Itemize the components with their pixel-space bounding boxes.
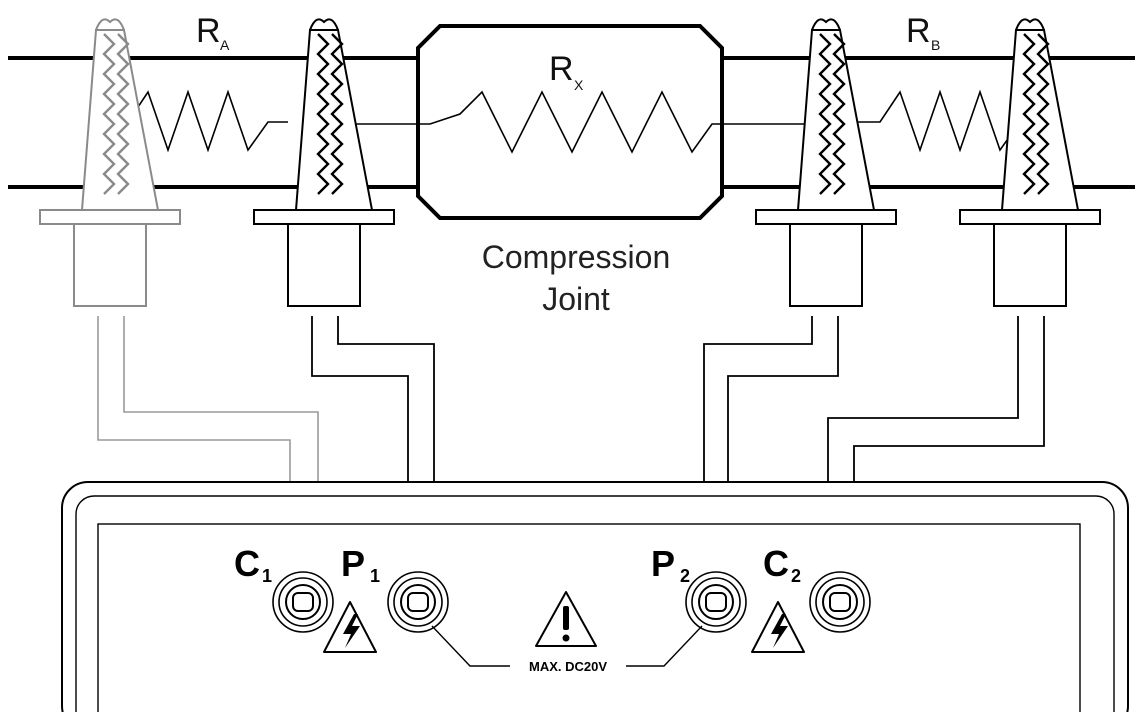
terminal-p2[interactable]: [685, 571, 747, 633]
label-rb-subscript: B: [931, 37, 940, 53]
high-voltage-icon: [751, 601, 805, 653]
label-p2-subscript: 2: [680, 566, 690, 586]
label-rx: R X: [549, 50, 584, 93]
label-rx-subscript: X: [574, 77, 584, 93]
label-c2: C 2: [763, 543, 801, 586]
label-p1-subscript: 1: [370, 566, 380, 586]
max-voltage-leaders: [431, 625, 703, 667]
label-ra-letter: R: [196, 12, 221, 50]
label-ra-subscript: A: [220, 37, 230, 53]
label-c2-subscript: 2: [791, 566, 801, 586]
compression-joint-box: [416, 24, 724, 220]
label-c2-letter: C: [763, 543, 789, 584]
terminal-c1[interactable]: [272, 571, 334, 633]
max-voltage-label: MAX. DC20V: [529, 659, 607, 674]
label-p2: P 2: [651, 543, 690, 586]
high-voltage-icon: [323, 601, 377, 653]
resistor-rx: [330, 90, 804, 154]
label-c1-letter: C: [234, 543, 260, 584]
clamp-c2: [958, 18, 1102, 308]
instrument-faceplate: [97, 523, 1081, 712]
instrument-body: [61, 481, 1129, 712]
label-p2-letter: P: [651, 543, 675, 584]
label-ra: R A: [196, 12, 230, 53]
label-p1-letter: P: [341, 543, 365, 584]
label-c1-subscript: 1: [262, 566, 272, 586]
joint-caption-line1: Compression: [482, 239, 671, 275]
warning-exclamation-icon: [535, 591, 597, 647]
label-p1: P 1: [341, 543, 380, 586]
label-c1: C 1: [234, 543, 272, 586]
instrument-inner-frame: [75, 495, 1115, 712]
clamp-p2: [754, 18, 898, 308]
terminal-c2[interactable]: [809, 571, 871, 633]
label-rx-letter: R: [549, 50, 574, 88]
joint-caption-line2: Joint: [542, 281, 610, 317]
clamp-c1: [38, 18, 182, 308]
terminal-p1[interactable]: [387, 571, 449, 633]
label-rb-letter: R: [906, 12, 931, 50]
clamp-p1: [252, 18, 396, 308]
label-rb: R B: [906, 12, 940, 53]
